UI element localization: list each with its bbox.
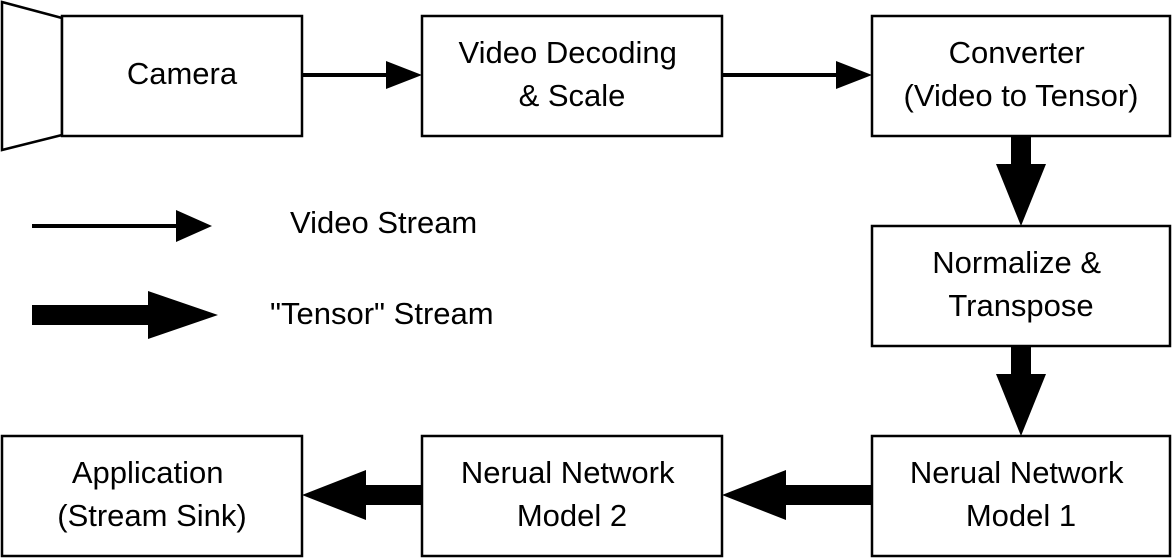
arrowhead-icon xyxy=(302,470,366,520)
legend-video-stream-label: Video Stream xyxy=(290,205,477,240)
node-normalize-label: Normalize & Transpose xyxy=(932,245,1109,323)
arrowhead-icon xyxy=(386,61,422,89)
node-application-label: Application (Stream Sink) xyxy=(57,455,246,533)
arrowhead-icon xyxy=(836,61,872,89)
node-normalize-box xyxy=(870,224,1172,348)
node-nn-model-2-box xyxy=(420,434,724,558)
edge-converter-to-normalize xyxy=(996,136,1046,226)
node-application-box xyxy=(0,434,304,558)
node-converter: Converter (Video to Tensor) xyxy=(870,14,1172,138)
node-camera-label: Camera xyxy=(127,56,238,91)
node-nn-model-1: Nerual Network Model 1 xyxy=(870,434,1172,558)
legend: Video Stream "Tensor" Stream xyxy=(32,205,494,339)
node-video-decoding: Video Decoding & Scale xyxy=(420,14,724,138)
edge-nn-model-1-to-nn-model-2 xyxy=(722,470,872,520)
edge-camera-to-video-decoding xyxy=(302,61,422,89)
node-nn-model-1-box xyxy=(870,434,1172,558)
edge-nn-model-2-to-application xyxy=(302,470,422,520)
legend-video-stream: Video Stream xyxy=(32,205,477,242)
arrowhead-icon xyxy=(996,164,1046,226)
node-video-decoding-label: Video Decoding & Scale xyxy=(459,35,686,113)
node-nn-model-2-label: Nerual Network Model 2 xyxy=(461,455,683,533)
node-camera: Camera xyxy=(60,14,304,138)
node-converter-label: Converter (Video to Tensor) xyxy=(904,35,1139,113)
node-converter-box xyxy=(870,14,1172,138)
node-application: Application (Stream Sink) xyxy=(0,434,304,558)
edge-video-decoding-to-converter xyxy=(722,61,872,89)
node-video-decoding-box xyxy=(420,14,724,138)
node-camera-box xyxy=(60,14,304,138)
node-nn-model-1-label: Nerual Network Model 1 xyxy=(910,455,1132,533)
node-nn-model-2: Nerual Network Model 2 xyxy=(420,434,724,558)
arrowhead-icon xyxy=(722,470,786,520)
arrowhead-icon xyxy=(148,291,218,339)
edge-normalize-to-nn-model-1 xyxy=(996,346,1046,436)
legend-tensor-stream: "Tensor" Stream xyxy=(32,291,494,339)
arrowhead-icon xyxy=(996,374,1046,436)
legend-tensor-stream-label: "Tensor" Stream xyxy=(270,296,494,331)
arrowhead-icon xyxy=(176,210,212,242)
camera-lens-icon xyxy=(0,0,64,152)
legend-tensor-stream-bar xyxy=(32,305,152,325)
node-normalize: Normalize & Transpose xyxy=(870,224,1172,348)
